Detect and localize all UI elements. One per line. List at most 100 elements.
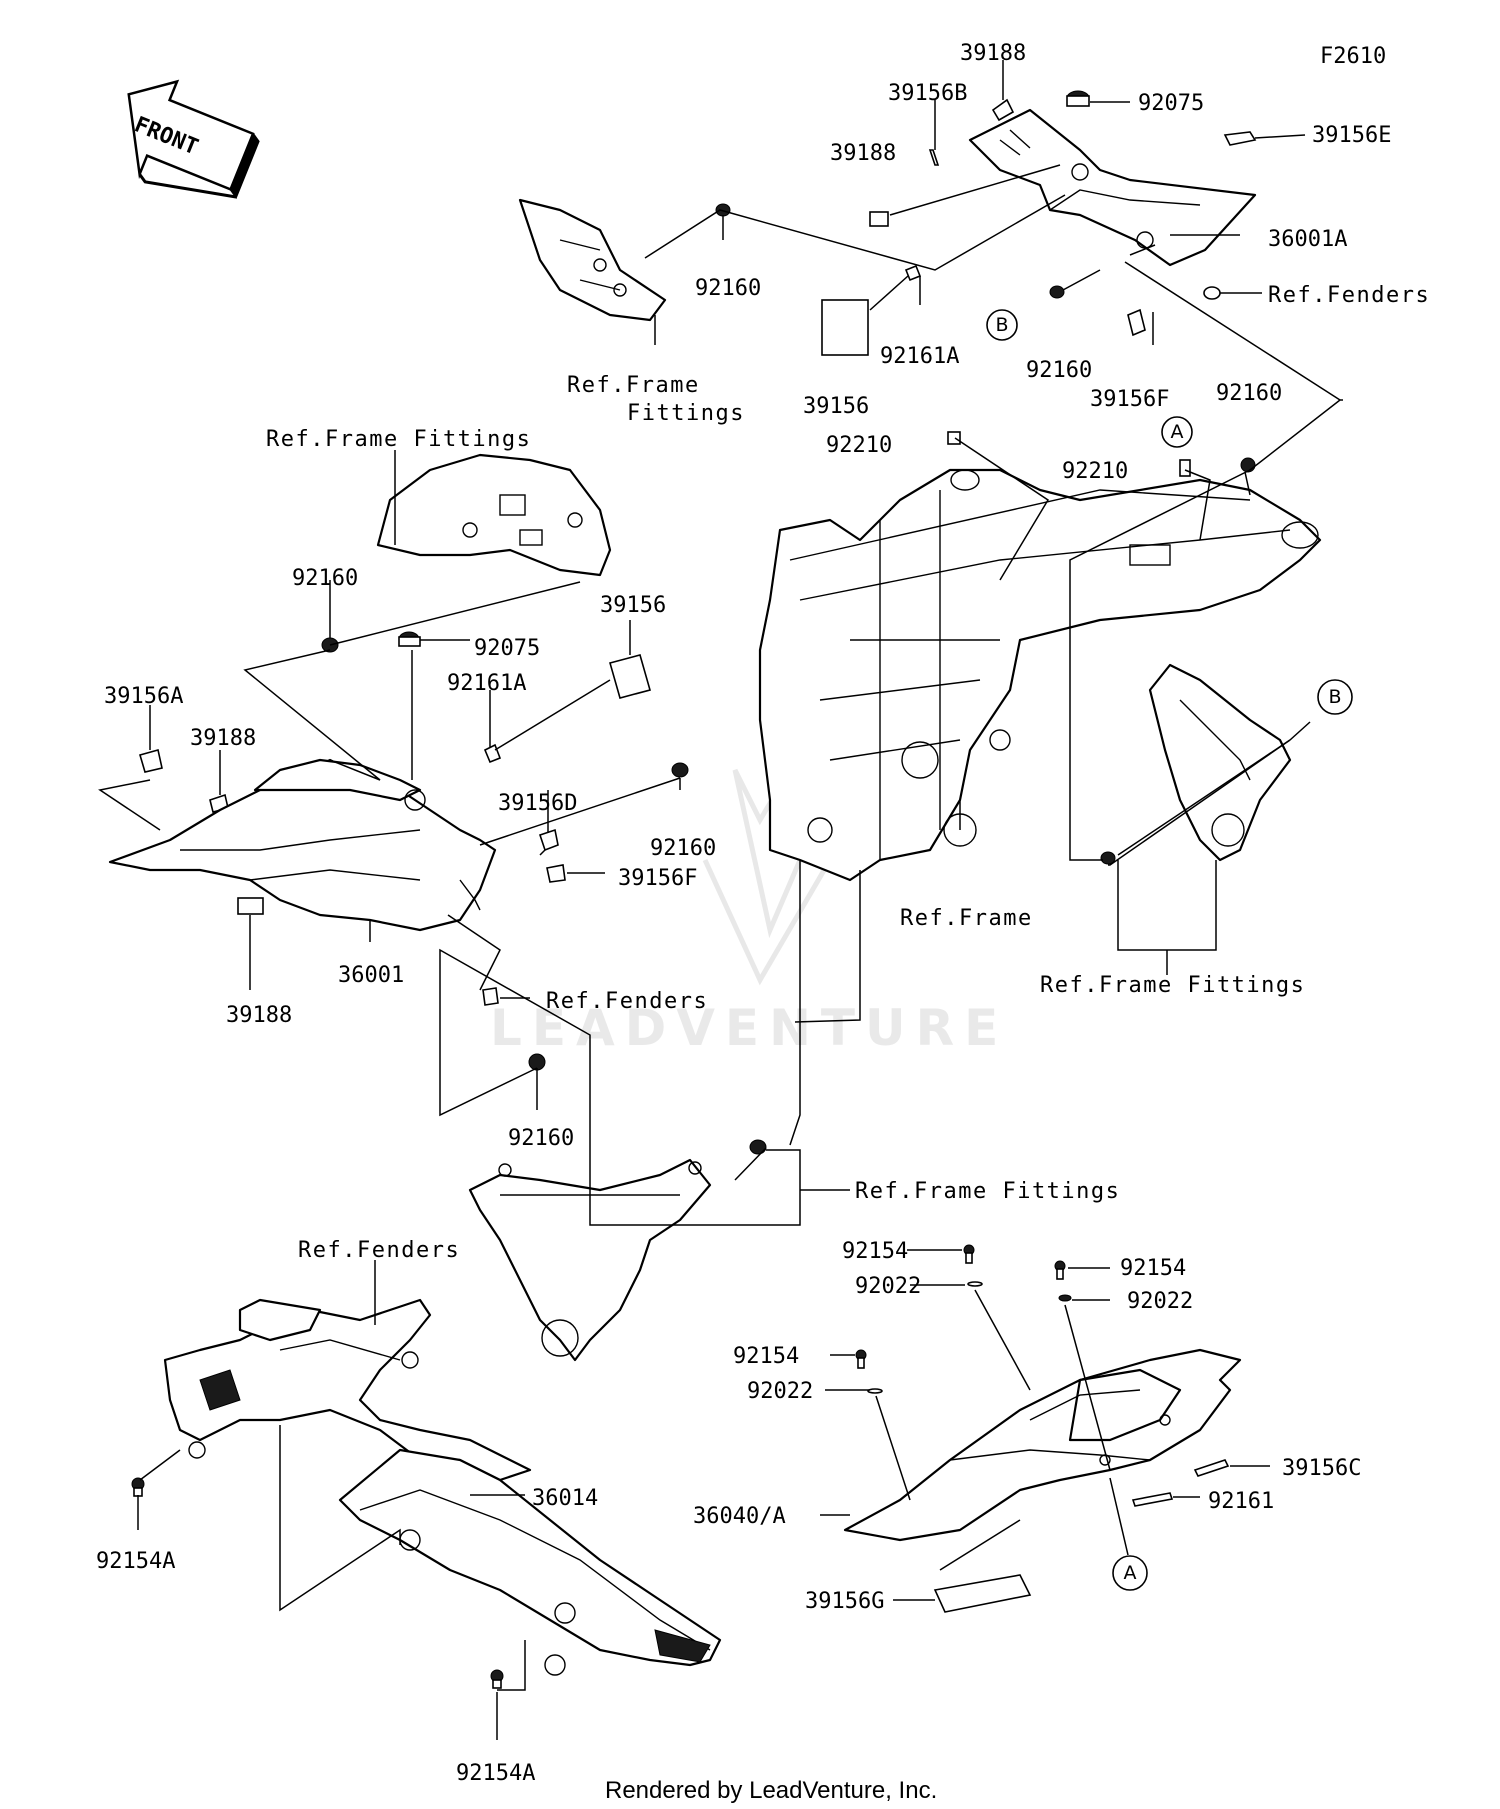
- part-39156F-clip-left[interactable]: [546, 864, 566, 883]
- label-39156G: 39156G: [805, 1589, 884, 1614]
- svg-text:B: B: [1328, 686, 1341, 708]
- part-36040A-seat-cowl[interactable]: [843, 1348, 1242, 1542]
- label-92210-a: 92210: [826, 433, 892, 458]
- label-39188-left: 39188: [190, 726, 256, 751]
- part-92161A-pad-top[interactable]: [904, 264, 922, 282]
- label-92075-left: 92075: [474, 636, 540, 661]
- label-92160-top: 92160: [695, 276, 761, 301]
- label-92160-center: 92160: [650, 836, 716, 861]
- label-92154A-bottom: 92154A: [456, 1761, 535, 1786]
- callout-a-bottom: A: [1112, 1555, 1148, 1591]
- part-92161-pad[interactable]: [1131, 1492, 1174, 1507]
- svg-text:A: A: [1124, 1562, 1137, 1584]
- part-36014-chain-cover[interactable]: [338, 1448, 722, 1676]
- part-ref-frame-fittings-right[interactable]: [1148, 663, 1292, 862]
- label-92160-left: 92160: [292, 566, 358, 591]
- label-39156F-top: 39156F: [1090, 387, 1169, 412]
- label-92160-b: 92160: [1026, 358, 1092, 383]
- part-92154-bolt-a[interactable]: [963, 1244, 975, 1264]
- part-39156B-clip[interactable]: [928, 149, 940, 166]
- part-92154A-bolt-left[interactable]: [131, 1477, 145, 1497]
- part-92075-grommet-left[interactable]: [398, 631, 421, 647]
- part-92160-grommet-center[interactable]: [671, 762, 689, 778]
- part-39156D-clip[interactable]: [538, 828, 559, 852]
- label-ref-frame-fittings-left: Ref.Frame Fittings: [266, 427, 531, 452]
- part-92160-grommet-top[interactable]: [715, 203, 731, 217]
- part-92160-grommet-b[interactable]: [1049, 285, 1065, 299]
- part-ref-fenders-mid-bushing[interactable]: [482, 987, 499, 1006]
- label-39156F-left: 39156F: [618, 866, 697, 891]
- part-39156F-clip-top[interactable]: [1127, 308, 1146, 337]
- label-92210-b: 92210: [1062, 459, 1128, 484]
- label-39188-bottom: 39188: [226, 1003, 292, 1028]
- part-92210-collar-b[interactable]: [1179, 459, 1191, 477]
- leader-lines-bottom-right: [820, 1249, 1270, 1601]
- watermark-text: LEADVENTURE: [490, 999, 1008, 1057]
- part-92160-grommet-right-lower[interactable]: [1100, 851, 1116, 865]
- label-39188-mid: 39188: [830, 141, 896, 166]
- label-ref-frame-fittings-lower: Ref.Frame Fittings: [855, 1179, 1120, 1204]
- label-ref-frame: Ref.Frame: [900, 906, 1033, 931]
- part-ref-frame-main[interactable]: [758, 468, 1322, 882]
- label-39156D: 39156D: [498, 791, 577, 816]
- part-39156A-clip[interactable]: [139, 749, 163, 773]
- part-92075-grommet-top[interactable]: [1066, 90, 1090, 107]
- label-92022-b: 92022: [1127, 1289, 1193, 1314]
- label-39156E: 39156E: [1312, 123, 1391, 148]
- label-39188-top: 39188: [960, 41, 1026, 66]
- leader-lines-top: [644, 60, 1341, 401]
- part-92022-washer-a[interactable]: [967, 1281, 983, 1287]
- part-39156C-clip[interactable]: [1193, 1459, 1230, 1477]
- part-39156G-pad[interactable]: [933, 1574, 1032, 1613]
- label-92154-c: 92154: [733, 1344, 799, 1369]
- label-ref-frame-fittings-right: Ref.Frame Fittings: [1040, 973, 1305, 998]
- part-92160-grommet-right[interactable]: [1240, 457, 1256, 473]
- leader-lines-mid: [98, 399, 1343, 1023]
- part-92022-washer-b[interactable]: [1058, 1294, 1072, 1302]
- label-ref-frame-fittings-top-1: Ref.Frame: [567, 373, 700, 398]
- label-36014: 36014: [532, 1486, 598, 1511]
- part-39156E-clip[interactable]: [1223, 131, 1257, 146]
- label-39156B: 39156B: [888, 81, 967, 106]
- part-39188-square-top[interactable]: [991, 98, 1015, 122]
- label-92161A-left: 92161A: [447, 671, 526, 696]
- part-92154-bolt-c[interactable]: [855, 1349, 867, 1369]
- part-ref-fenders-top-bushing[interactable]: [1203, 286, 1221, 300]
- label-39156-left: 39156: [600, 593, 666, 618]
- callout-a-top: A: [1161, 416, 1193, 448]
- svg-text:B: B: [995, 314, 1008, 336]
- label-39156-top: 39156: [803, 394, 869, 419]
- label-36001A: 36001A: [1268, 227, 1347, 252]
- label-39156A: 39156A: [104, 684, 183, 709]
- part-92022-washer-c[interactable]: [867, 1388, 883, 1394]
- part-92154A-bolt-bottom[interactable]: [490, 1669, 504, 1689]
- front-arrow-icon: [127, 79, 260, 200]
- label-36040A: 36040/A: [693, 1504, 786, 1529]
- leader-lines-bottom-left: [137, 1260, 526, 1740]
- label-92154-a: 92154: [842, 1239, 908, 1264]
- part-92160-grommet-lower-right[interactable]: [749, 1139, 767, 1155]
- part-92160-grommet-lower[interactable]: [528, 1053, 546, 1071]
- label-ref-fenders-mid: Ref.Fenders: [546, 989, 708, 1014]
- part-92210-collar-a[interactable]: [947, 431, 961, 445]
- label-92161A-top: 92161A: [880, 344, 959, 369]
- part-36001-side-cover[interactable]: [108, 758, 497, 932]
- label-92160-lower: 92160: [508, 1126, 574, 1151]
- part-36001A-center-cover[interactable]: [968, 108, 1257, 267]
- part-39156-pad-top[interactable]: [821, 299, 869, 356]
- part-ref-frame-fittings-left[interactable]: [376, 453, 612, 577]
- part-39188-square-mid[interactable]: [869, 211, 889, 227]
- part-ref-frame-fittings-top[interactable]: [518, 198, 667, 322]
- label-92161: 92161: [1208, 1489, 1274, 1514]
- part-39188-square-bottom[interactable]: [237, 897, 264, 915]
- part-92154-bolt-b[interactable]: [1054, 1260, 1066, 1280]
- callout-b-top: B: [986, 309, 1018, 341]
- footer-credit: Rendered by LeadVenture, Inc.: [605, 1777, 937, 1804]
- leader-lines-lower-center: [439, 860, 850, 1226]
- part-39156-pad-left[interactable]: [609, 654, 651, 699]
- part-ref-fenders-bottom[interactable]: [163, 1298, 532, 1482]
- label-92154A-left: 92154A: [96, 1549, 175, 1574]
- label-92160-right: 92160: [1216, 381, 1282, 406]
